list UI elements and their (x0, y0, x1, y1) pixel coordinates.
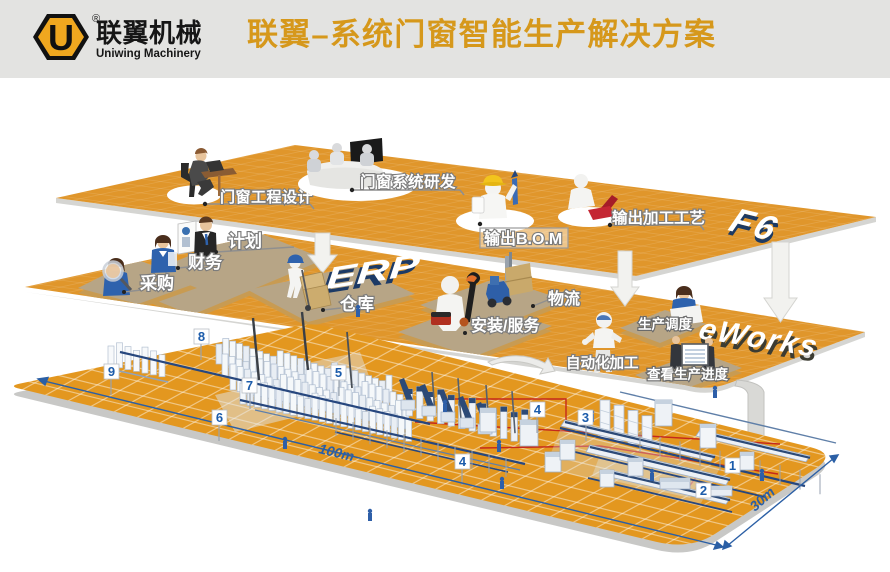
svg-text:9: 9 (108, 364, 115, 379)
svg-text:门窗工程设计: 门窗工程设计 (220, 188, 313, 206)
svg-text:门窗系统研发: 门窗系统研发 (360, 172, 456, 191)
svg-text:采购: 采购 (139, 273, 174, 293)
svg-text:物流: 物流 (548, 289, 580, 308)
svg-text:联翼机械: 联翼机械 (96, 18, 202, 48)
svg-text:7: 7 (246, 378, 253, 393)
svg-text:安装/服务: 安装/服务 (471, 316, 540, 335)
svg-text:2: 2 (700, 483, 707, 498)
svg-text:Uniwing Machinery: Uniwing Machinery (96, 48, 201, 60)
svg-text:5: 5 (335, 365, 342, 380)
svg-text:6: 6 (216, 410, 223, 425)
svg-text:4: 4 (534, 402, 542, 417)
svg-text:4: 4 (459, 454, 467, 469)
svg-text:U: U (48, 17, 74, 58)
svg-text:联翼–系统门窗智能生产解决方案: 联翼–系统门窗智能生产解决方案 (247, 17, 716, 52)
svg-text:生产调度: 生产调度 (638, 316, 692, 332)
svg-text:3: 3 (582, 410, 589, 425)
svg-text:自动化加工: 自动化加工 (566, 354, 639, 372)
svg-text:输出加工工艺: 输出加工工艺 (612, 208, 705, 227)
svg-text:8: 8 (198, 329, 205, 344)
svg-text:1: 1 (729, 458, 736, 473)
svg-text:计划: 计划 (228, 231, 262, 251)
svg-text:输出B.O.M: 输出B.O.M (484, 229, 562, 248)
svg-text:查看生产进度: 查看生产进度 (647, 366, 728, 382)
svg-text:财务: 财务 (187, 252, 223, 272)
